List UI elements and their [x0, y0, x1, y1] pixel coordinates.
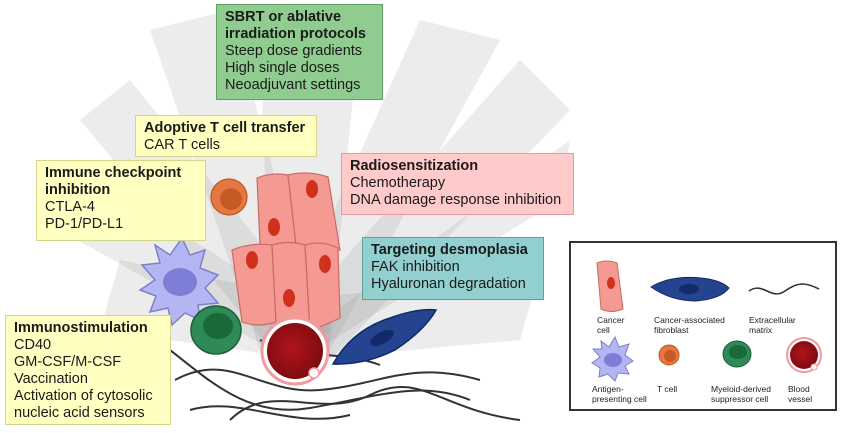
cancer-cell-icon	[596, 260, 624, 312]
desmoplasia-title: Targeting desmoplasia	[371, 242, 528, 258]
legend-text: presenting cell	[592, 394, 647, 404]
sbrt-title-line: SBRT or ablative	[225, 9, 342, 25]
t-cell-icon	[658, 344, 680, 366]
legend-text: vessel	[788, 394, 813, 404]
adoptive-t-cell-box: Adoptive T cell transfer CAR T cells	[135, 115, 317, 157]
checkpoint-item: PD-1/PD-L1	[45, 216, 124, 232]
desmoplasia-box: Targeting desmoplasia FAK inhibition Hya…	[362, 237, 544, 300]
blood-vessel	[260, 316, 330, 386]
checkpoint-title-line: Immune checkpoint	[45, 165, 182, 181]
legend-label-blood-vessel: Blood vessel	[788, 384, 812, 404]
sbrt-item: High single doses	[225, 60, 340, 76]
apc-icon	[591, 335, 634, 382]
immunostimulation-item: GM-CSF/M-CSF	[14, 354, 122, 370]
t-cell	[210, 178, 248, 216]
cancer-associated-fibroblast	[331, 308, 438, 365]
immunostimulation-item: Vaccination	[14, 371, 88, 387]
legend-label-t-cell: T cell	[657, 384, 677, 394]
radiosensitization-title: Radiosensitization	[350, 158, 479, 174]
desmoplasia-item: Hyaluronan degradation	[371, 276, 526, 292]
immunostimulation-item: CD40	[14, 337, 52, 353]
legend-label-matrix: Extracellular matrix	[749, 315, 796, 335]
legend-text: cell	[597, 325, 610, 335]
legend-label-fibroblast: Cancer-associated fibroblast	[654, 315, 725, 335]
mdsc-icon	[722, 340, 752, 368]
legend-text: T cell	[657, 384, 678, 394]
cancer-cell-cluster	[231, 172, 341, 333]
checkpoint-title-line: inhibition	[45, 182, 111, 198]
legend-text: Cancer-associated	[654, 315, 725, 325]
extracellular-matrix-fibers	[149, 334, 521, 421]
sbrt-title-line: irradiation protocols	[225, 26, 366, 42]
legend-text: Cancer	[597, 315, 625, 325]
adoptive-title: Adoptive T cell transfer	[144, 120, 306, 136]
adoptive-item: CAR T cells	[144, 137, 221, 153]
legend: Cancer cell Cancer-associated fibroblast…	[569, 241, 837, 411]
radiosensitization-item: Chemotherapy	[350, 175, 446, 191]
myeloid-derived-suppressor-cell	[190, 305, 242, 355]
legend-icons	[591, 260, 822, 382]
sbrt-item: Neoadjuvant settings	[225, 77, 361, 93]
legend-text: Blood	[788, 384, 810, 394]
legend-label-mdsc: Myeloid-derived suppressor cell	[711, 384, 771, 404]
immune-checkpoint-box: Immune checkpoint inhibition CTLA-4 PD-1…	[36, 160, 206, 241]
legend-text: Myeloid-derived	[711, 384, 771, 394]
legend-text: Extracellular	[749, 315, 796, 325]
desmoplasia-item: FAK inhibition	[371, 259, 460, 275]
legend-label-cancer-cell: Cancer cell	[597, 315, 624, 335]
cancer-cell-nuclei	[246, 180, 331, 307]
legend-text: suppressor cell	[711, 394, 769, 404]
legend-text: Antigen-	[592, 384, 624, 394]
immunostimulation-title: Immunostimulation	[14, 320, 148, 336]
immunostimulation-item: nucleic acid sensors	[14, 405, 145, 421]
matrix-fiber-icon	[748, 283, 820, 295]
checkpoint-item: CTLA-4	[45, 199, 95, 215]
legend-text: fibroblast	[654, 325, 689, 335]
antigen-presenting-cell	[138, 236, 220, 327]
fibroblast-icon	[650, 276, 730, 302]
radiosensitization-box: Radiosensitization Chemotherapy DNA dama…	[341, 153, 574, 215]
immunostimulation-box: Immunostimulation CD40 GM-CSF/M-CSF Vacc…	[5, 315, 171, 425]
immunostimulation-item: Activation of cytosolic	[14, 388, 153, 404]
legend-text: matrix	[749, 325, 773, 335]
sbrt-item: Steep dose gradients	[225, 43, 363, 59]
blood-vessel-icon	[786, 337, 822, 373]
sbrt-box: SBRT or ablative irradiation protocols S…	[216, 4, 383, 100]
legend-label-apc: Antigen- presenting cell	[592, 384, 647, 404]
radiosensitization-item: DNA damage response inhibition	[350, 192, 562, 208]
